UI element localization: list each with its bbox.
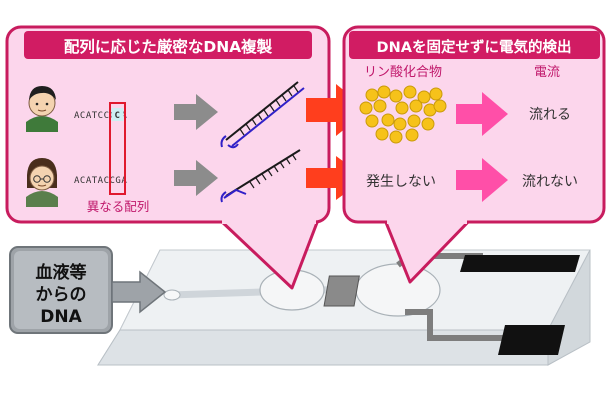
sequence-top: ACATCCCGA — [74, 111, 127, 121]
chip-contact-pad-bottom — [498, 325, 565, 355]
left-panel-frame — [5, 25, 331, 224]
sequence-bottom: ACATACCGA — [74, 176, 127, 186]
flows-label: 流れる — [529, 107, 571, 123]
chip-inlet — [163, 289, 181, 301]
phosphate-label: リン酸化合物 — [364, 65, 442, 80]
input-arrow — [111, 270, 167, 314]
phosphate-cluster-icon — [359, 85, 447, 144]
person-male-icon — [26, 86, 58, 132]
current-label: 電流 — [534, 65, 560, 80]
no-flow-label: 流れない — [522, 174, 578, 190]
input-box-line3: DNA — [40, 307, 82, 327]
chip-electrode-center — [323, 275, 360, 307]
left-panel: 配列に応じた厳密なDNA複製 ACATCCCGA ACATACCGA C 異なる… — [5, 25, 331, 290]
chip-chamber-detection — [355, 263, 441, 317]
left-panel-title: 配列に応じた厳密なDNA複製 — [64, 37, 273, 56]
person-female-icon — [26, 158, 58, 207]
right-panel-frame — [342, 25, 606, 224]
gray-arrow-bottom — [174, 160, 218, 196]
input-box-line1: 血液等 — [36, 262, 87, 283]
highlight-box — [109, 102, 126, 195]
pink-arrow-top — [456, 92, 508, 136]
highlight-top-char: C — [115, 111, 121, 121]
diff-label: 異なる配列 — [87, 199, 150, 214]
right-panel-title-bar — [349, 31, 600, 59]
chip-contact-pad-top — [460, 255, 580, 272]
microfluidic-chip-icon — [97, 249, 591, 366]
right-panel: DNAを固定せずに電気的検出 リン酸化合物 電流 流れる 発生しない 流れない — [342, 25, 606, 284]
input-box-inner — [14, 251, 108, 329]
gray-arrow-top — [174, 94, 218, 130]
input-box-line2: からの — [36, 285, 87, 305]
chip-electrode-lead-bottom — [405, 309, 510, 341]
input-box: 血液等 からの DNA — [9, 246, 113, 334]
dna-strand-no-replication — [220, 149, 301, 203]
right-panel-title: DNAを固定せずに電気的検出 — [377, 38, 572, 56]
left-panel-title-bar — [24, 31, 312, 59]
red-arrow-top — [306, 84, 368, 136]
not-generated-label: 発生しない — [366, 174, 436, 190]
pink-arrow-bottom — [456, 158, 508, 202]
highlight-top-fill — [111, 108, 124, 121]
dna-strand-icon — [220, 81, 305, 149]
